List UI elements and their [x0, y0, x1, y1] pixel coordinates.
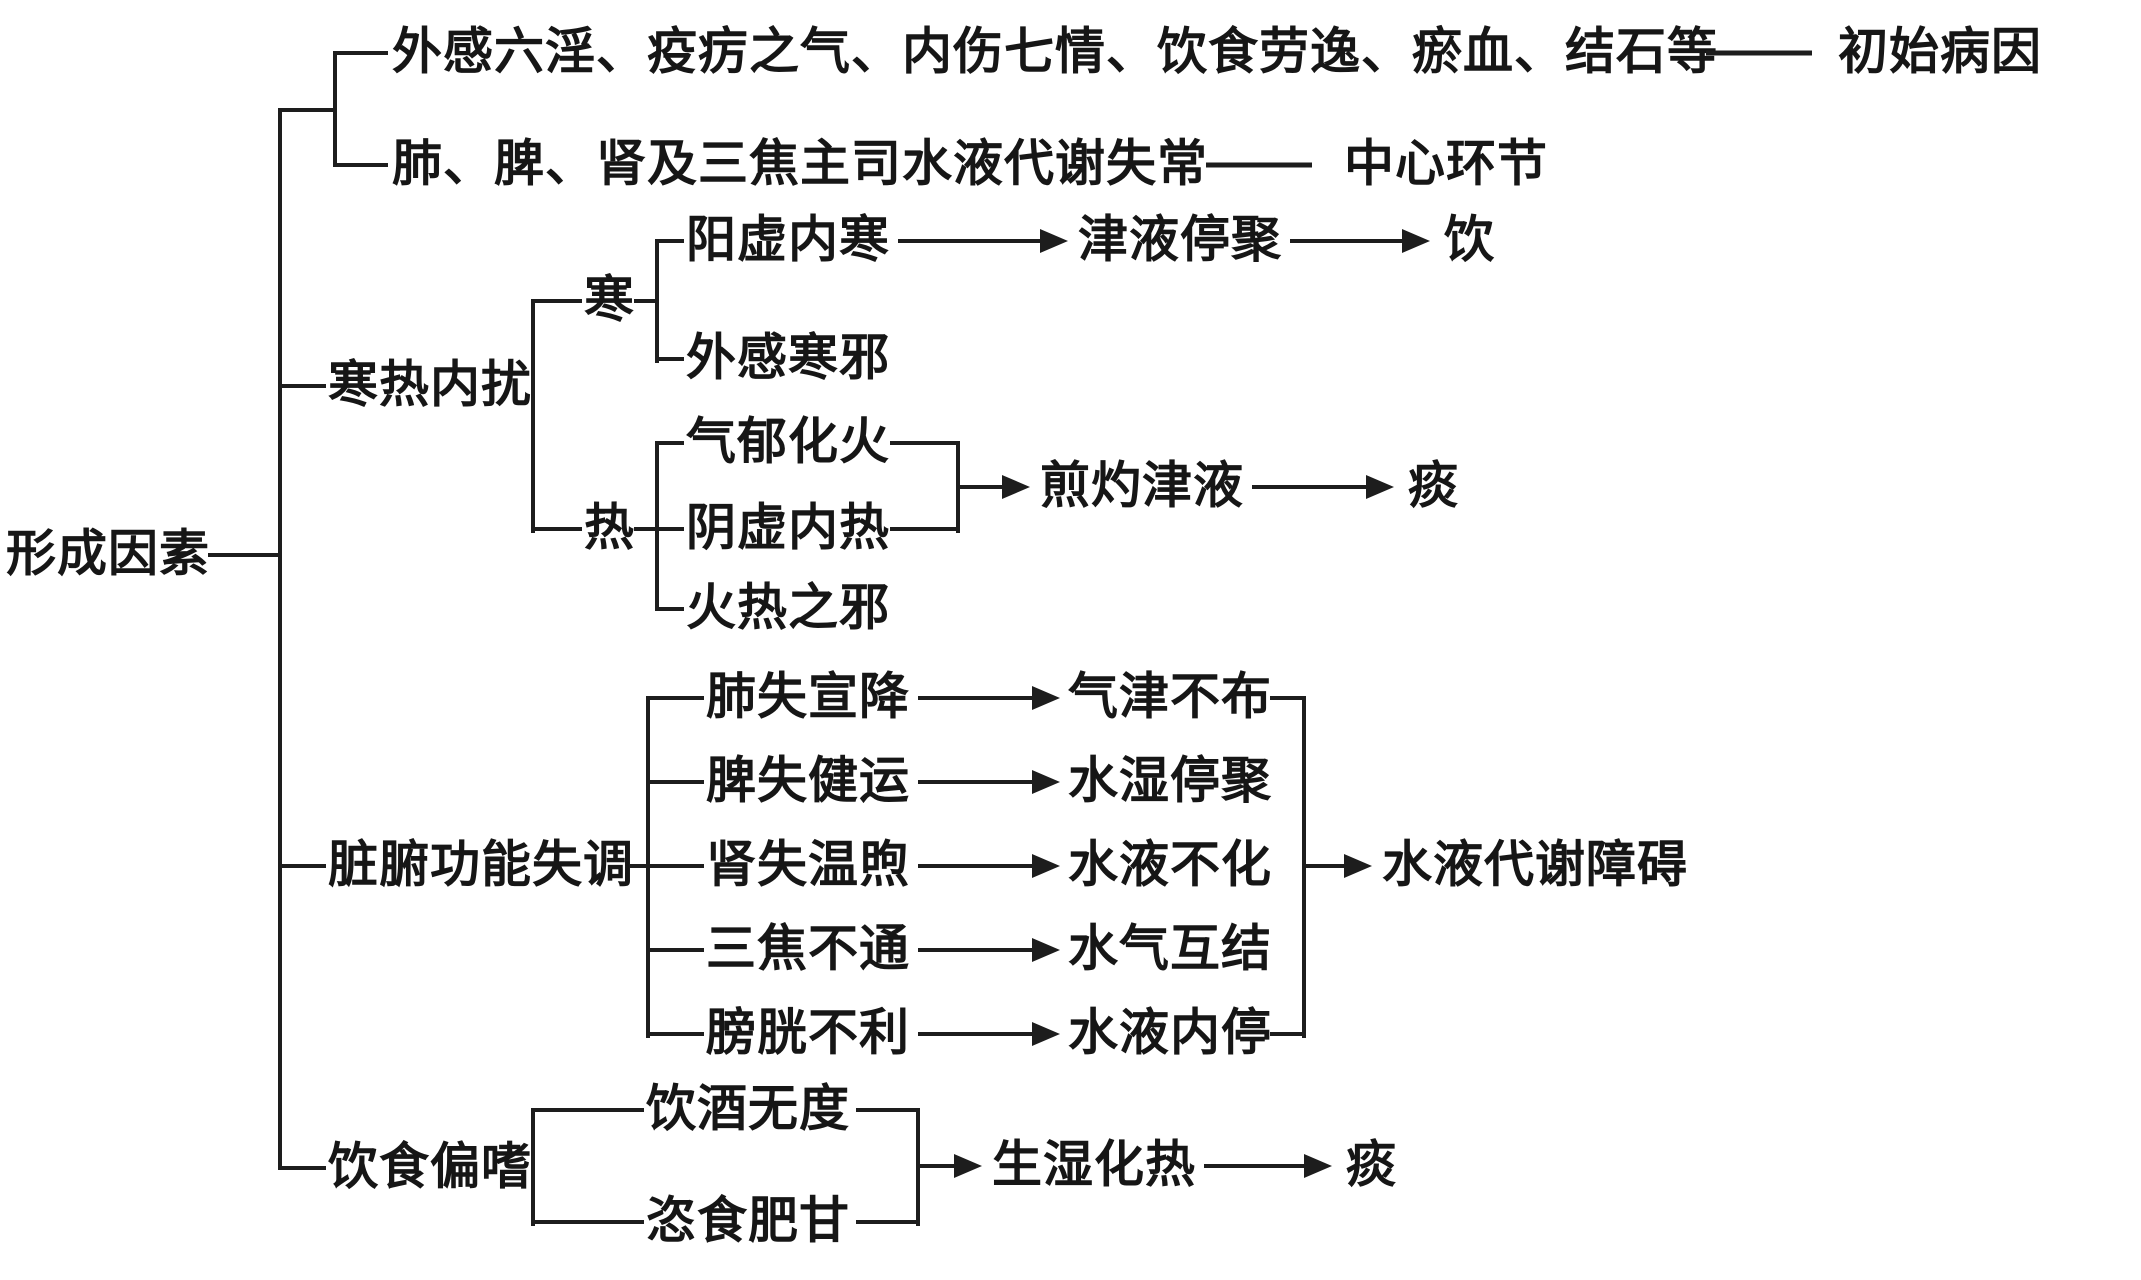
zangfu-cause-text: 膀胱不利: [706, 1003, 910, 1062]
scorch-fluid-text: 煎灼津液: [1040, 456, 1244, 515]
zangfu-row-stub-line: [646, 948, 704, 952]
heat-label: 热: [584, 498, 635, 557]
arrow-head-icon: [1032, 938, 1060, 962]
arrow-head-icon: [1402, 229, 1430, 253]
arrow-line: [918, 696, 1032, 700]
zangfu-join-top-line: [1270, 696, 1304, 700]
yin-heat-text: 阴虚内热: [686, 498, 890, 557]
fatty-join-line: [856, 1220, 918, 1224]
arrow-line: [918, 1032, 1032, 1036]
zangfu-effect-text: 水液内停: [1068, 1003, 1272, 1062]
alcohol-join-line: [856, 1108, 918, 1112]
cold-item1-stub-line: [655, 239, 684, 243]
arrow-head-icon: [1032, 1022, 1060, 1046]
main-trunk-line: [278, 108, 282, 1170]
diet-bracket-line: [531, 1108, 535, 1226]
zangfu-cause-text: 三焦不通: [706, 919, 910, 978]
cold-label: 寒: [584, 270, 635, 329]
arrow-head-icon: [1366, 475, 1394, 499]
coldheat-bracket-line: [531, 299, 535, 533]
arrow-head-icon: [1002, 475, 1030, 499]
diet-branch-line: [278, 1166, 326, 1170]
yang-deficiency-cold-text: 阳虚内寒: [686, 210, 890, 269]
diet-label: 饮食偏嗜: [328, 1137, 532, 1196]
phlegm-result2-text: 痰: [1346, 1135, 1397, 1194]
coldheat-branch-line: [278, 384, 326, 388]
arrow-line: [1204, 1164, 1304, 1168]
alcohol-excess-text: 饮酒无度: [646, 1079, 850, 1138]
arrow-line: [1252, 485, 1366, 489]
cold-stub-line: [531, 299, 582, 303]
phlegm-result-text: 痰: [1408, 456, 1459, 515]
drink-retention-result-text: 饮: [1444, 210, 1495, 269]
root-connector-line: [208, 553, 280, 557]
fluid-retention-text: 津液停聚: [1078, 210, 1282, 269]
zangfu-effect-text: 气津不布: [1068, 667, 1272, 726]
zangfu-cause-text: 肺失宣降: [706, 667, 910, 726]
initial-dash-line: [1706, 50, 1812, 56]
arrow-head-icon: [1344, 854, 1372, 878]
arrow-line: [918, 948, 1032, 952]
heat-item3-stub-line: [655, 607, 684, 611]
zangfu-branch-line: [278, 864, 326, 868]
central-branch-line: [333, 163, 388, 167]
yin-heat-join-line: [890, 527, 958, 531]
central-dash-line: [1206, 162, 1312, 168]
arrow-line: [898, 239, 1040, 243]
initial-branch-line: [333, 51, 388, 55]
arrow-line: [1302, 864, 1344, 868]
arrow-head-icon: [1304, 1154, 1332, 1178]
coldheat-label: 寒热内扰: [328, 355, 532, 414]
zangfu-cause-text: 肾失温煦: [706, 835, 910, 894]
cold-bracket-line: [655, 239, 659, 363]
heat-link-line: [634, 527, 657, 531]
heat-stub-line: [531, 527, 582, 531]
arrow-head-icon: [1032, 686, 1060, 710]
zangfu-row-stub-line: [646, 696, 704, 700]
zangfu-label: 脏腑功能失调: [328, 835, 634, 894]
initial-cause-tag: 初始病因: [1838, 22, 2042, 81]
top-branches-bracket-line: [333, 51, 337, 167]
qi-fire-join-line: [890, 441, 958, 445]
zangfu-join-bottom-line: [1270, 1032, 1304, 1036]
zangfu-link-line: [630, 864, 648, 868]
zangfu-effect-text: 水气互结: [1068, 919, 1272, 978]
arrow-head-icon: [1040, 229, 1068, 253]
central-link-tag: 中心环节: [1344, 134, 1548, 193]
arrow-line: [956, 485, 1002, 489]
qi-fire-text: 气郁化火: [686, 412, 890, 471]
zangfu-row-stub-line: [646, 1032, 704, 1036]
initial-causes-text: 外感六淫、疫疠之气、内伤七情、饮食劳逸、瘀血、结石等: [392, 22, 1718, 81]
fire-evil-text: 火热之邪: [686, 578, 890, 637]
arrow-line: [918, 864, 1032, 868]
arrow-line: [918, 780, 1032, 784]
heat-bracket-line: [655, 441, 659, 611]
cold-link-line: [634, 299, 657, 303]
zangfu-effect-text: 水液不化: [1068, 835, 1272, 894]
central-link-text: 肺、脾、肾及三焦主司水液代谢失常: [392, 134, 1208, 193]
fatty-food-text: 恣食肥甘: [646, 1191, 850, 1250]
heat-item1-stub-line: [655, 441, 684, 445]
root-label: 形成因素: [6, 524, 210, 583]
arrow-line: [916, 1164, 954, 1168]
zangfu-row-stub-line: [646, 864, 704, 868]
cold-item2-stub-line: [655, 357, 684, 361]
heat-item2-stub-line: [655, 527, 684, 531]
water-metabolism-result-text: 水液代谢障碍: [1382, 835, 1688, 894]
arrow-head-icon: [1032, 854, 1060, 878]
damp-heat-text: 生湿化热: [992, 1135, 1196, 1194]
trunk-top-jog-line: [278, 108, 335, 112]
zangfu-effect-text: 水湿停聚: [1068, 751, 1272, 810]
arrow-line: [1290, 239, 1402, 243]
zangfu-cause-text: 脾失健运: [706, 751, 910, 810]
zangfu-row-stub-line: [646, 780, 704, 784]
arrow-head-icon: [1032, 770, 1060, 794]
arrow-head-icon: [954, 1154, 982, 1178]
external-cold-text: 外感寒邪: [686, 328, 890, 387]
diet-item2-stub-line: [531, 1220, 644, 1224]
diet-item1-stub-line: [531, 1108, 644, 1112]
